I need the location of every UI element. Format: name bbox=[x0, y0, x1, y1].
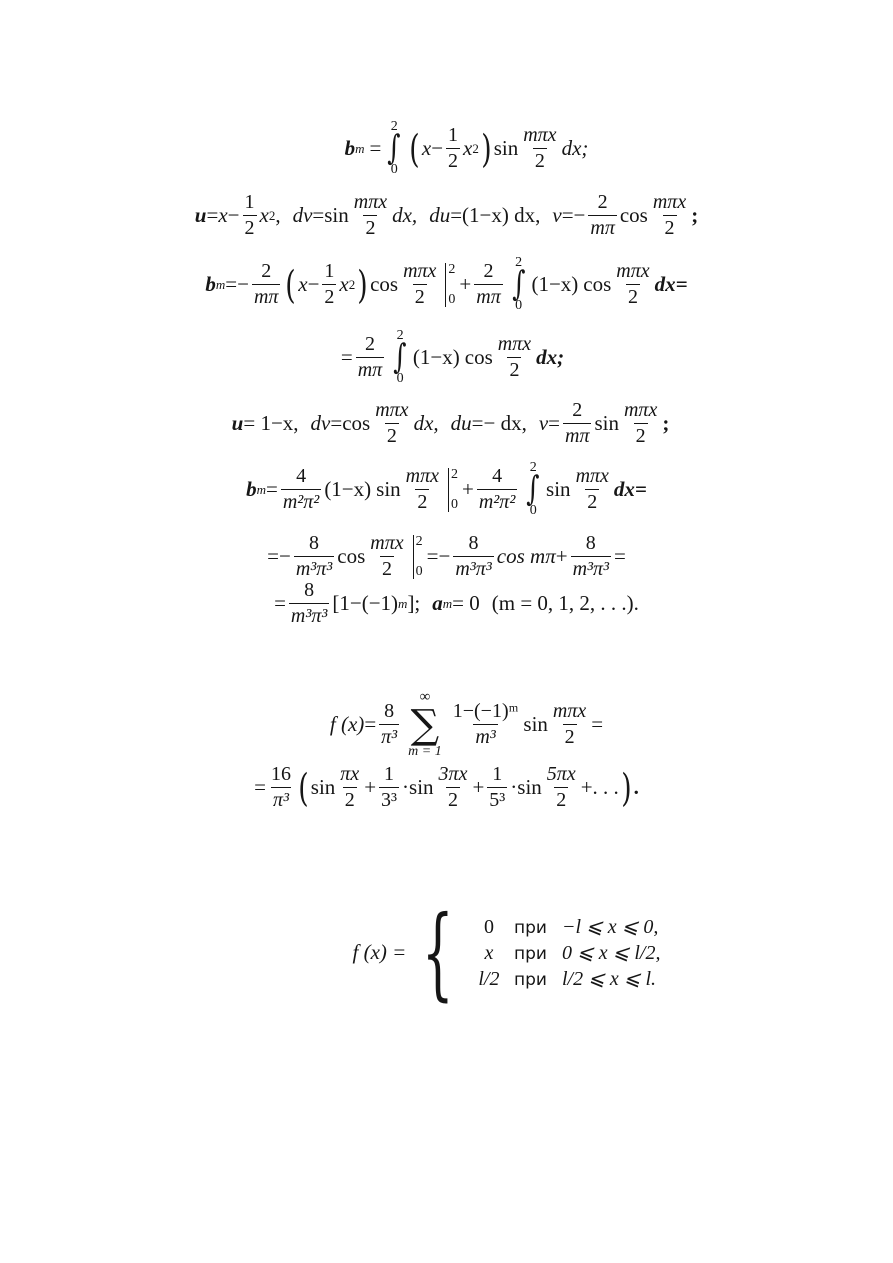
integral-sign: 2∫0 bbox=[387, 119, 401, 177]
integral-sign: 2∫0 bbox=[393, 328, 407, 386]
integral-sign: 2∫0 bbox=[526, 460, 540, 518]
integral-sign: 2∫0 bbox=[511, 255, 526, 313]
summation-sign: ∞∑m = 1 bbox=[408, 689, 442, 759]
